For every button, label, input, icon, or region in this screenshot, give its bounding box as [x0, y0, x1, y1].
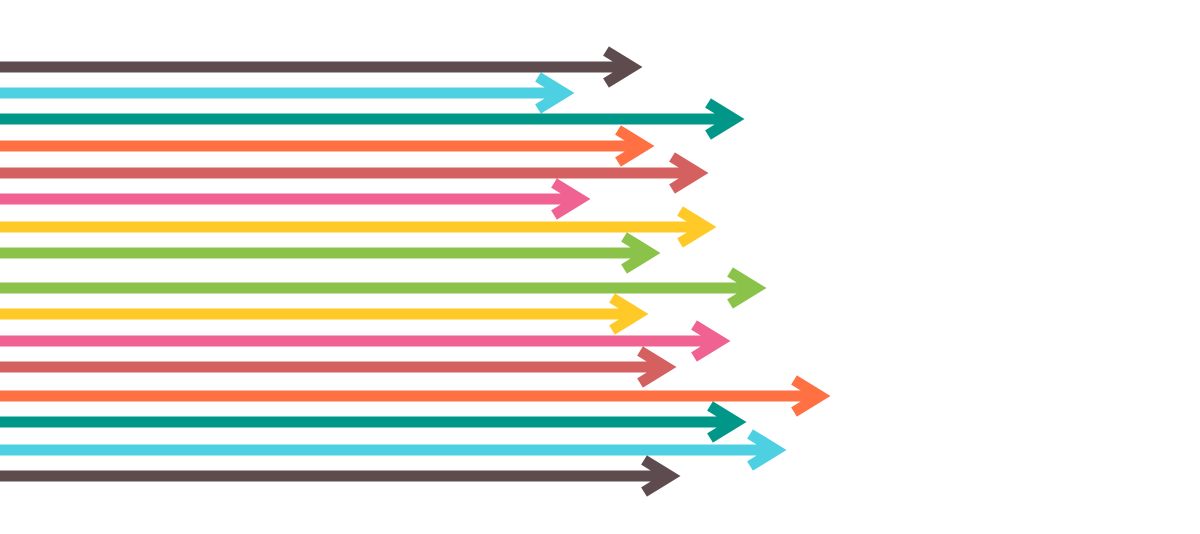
- arrow-head-icon: [791, 375, 831, 417]
- arrow-head-icon: [669, 152, 709, 194]
- arrow-15: [0, 429, 787, 471]
- arrows-group: [0, 46, 831, 497]
- arrow-3: [0, 98, 745, 140]
- arrow-6: [0, 178, 591, 220]
- arrow-1: [0, 46, 643, 88]
- arrow-11: [0, 320, 731, 362]
- arrow-16: [0, 455, 681, 497]
- arrow-13: [0, 375, 831, 417]
- arrow-2: [0, 72, 575, 114]
- arrow-head-icon: [535, 72, 575, 114]
- arrow-10: [0, 293, 649, 335]
- arrow-4: [0, 125, 655, 167]
- arrow-head-icon: [691, 320, 731, 362]
- arrow-head-icon: [615, 125, 655, 167]
- arrow-head-icon: [637, 346, 677, 388]
- arrow-head-icon: [707, 401, 747, 443]
- arrow-head-icon: [705, 98, 745, 140]
- arrow-5: [0, 152, 709, 194]
- arrow-head-icon: [747, 429, 787, 471]
- arrow-14: [0, 401, 747, 443]
- arrow-head-icon: [621, 232, 661, 274]
- arrow-8: [0, 232, 661, 274]
- arrow-9: [0, 267, 767, 309]
- arrow-head-icon: [603, 46, 643, 88]
- arrow-head-icon: [727, 267, 767, 309]
- arrow-head-icon: [641, 455, 681, 497]
- arrow-7: [0, 206, 717, 248]
- arrow-head-icon: [609, 293, 649, 335]
- arrow-12: [0, 346, 677, 388]
- arrow-head-icon: [677, 206, 717, 248]
- arrow-head-icon: [551, 178, 591, 220]
